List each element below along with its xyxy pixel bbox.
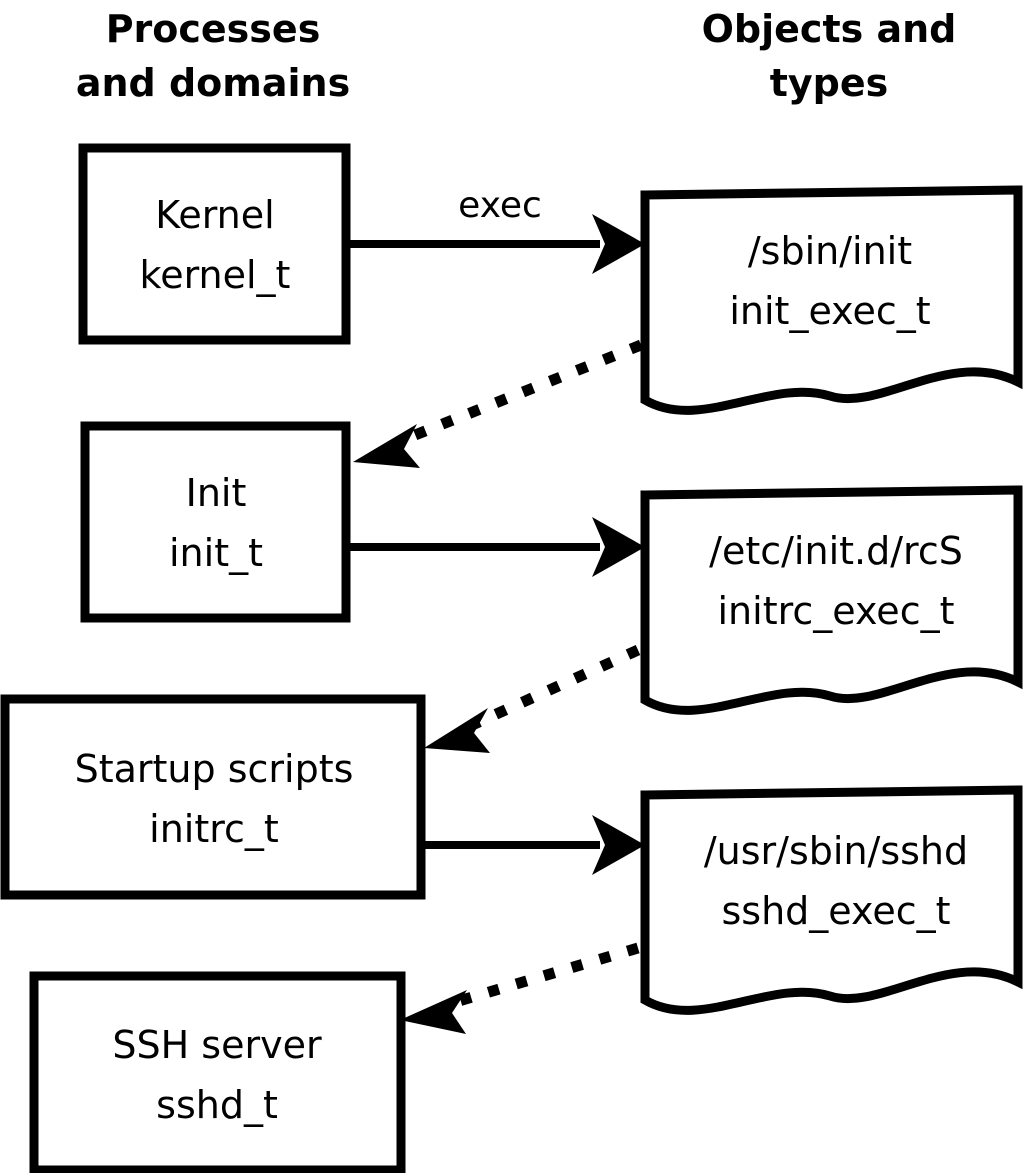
process-node-init[interactable]: Init init_t: [80, 421, 351, 623]
edge-initrc_exec-transition-initrc: [424, 644, 641, 753]
object-node-init_exec-line2: init_exec_t: [729, 289, 930, 333]
arrowhead-sshd_exec-transition: [400, 990, 467, 1034]
object-node-sshd_exec[interactable]: /usr/sbin/sshd sshd_exec_t: [640, 785, 1023, 1015]
arrowhead-init_exec-transition: [353, 424, 420, 468]
heading-processes-line1: Processes: [106, 7, 321, 51]
edge-label-exec: exec: [458, 185, 542, 226]
object-node-initrc_exec-line2: initrc_exec_t: [718, 589, 955, 633]
edge-line-init_exec-transition: [397, 339, 644, 447]
process-node-kernel-box[interactable]: [78, 143, 351, 345]
object-node-init_exec[interactable]: /sbin/init init_exec_t: [640, 185, 1023, 415]
object-node-init_exec-document-shape[interactable]: [640, 185, 1023, 415]
process-node-initrc-line2: initrc_t: [149, 807, 279, 851]
process-node-init-line1: Init: [186, 471, 247, 515]
edge-init_exec-transition-init: [353, 339, 644, 468]
edge-initrc-exec-sshd_exec: [425, 815, 645, 875]
heading-processes-line2: and domains: [76, 61, 350, 105]
object-node-initrc_exec-line1: /etc/init.d/rcS: [709, 529, 963, 573]
arrowhead-kernel-exec: [592, 214, 645, 274]
process-node-init-box[interactable]: [80, 421, 351, 623]
process-node-kernel[interactable]: Kernel kernel_t: [78, 143, 351, 345]
process-node-sshd-box[interactable]: [29, 971, 406, 1173]
process-node-kernel-line2: kernel_t: [140, 253, 291, 297]
heading-objects-line2: types: [770, 61, 889, 105]
object-node-sshd_exec-document-shape[interactable]: [640, 785, 1023, 1015]
edge-sshd_exec-transition-sshd: [400, 942, 640, 1034]
object-node-initrc_exec-document-shape[interactable]: [640, 485, 1023, 715]
column-heading-objects: Objects and types: [702, 7, 957, 105]
process-node-initrc-line1: Startup scripts: [75, 747, 354, 791]
heading-objects-line1: Objects and: [702, 7, 957, 51]
edge-init-exec-initrc_exec: [350, 517, 645, 577]
object-node-initrc_exec[interactable]: /etc/init.d/rcS initrc_exec_t: [640, 485, 1023, 715]
edge-line-sshd_exec-transition: [450, 942, 640, 1009]
object-node-sshd_exec-line2: sshd_exec_t: [721, 889, 950, 933]
arrowhead-init-exec: [592, 517, 645, 577]
column-heading-processes: Processes and domains: [76, 7, 350, 105]
edge-kernel-exec-init_exec: exec: [350, 185, 645, 274]
object-node-sshd_exec-line1: /usr/sbin/sshd: [704, 829, 968, 873]
edge-line-initrc_exec-transition: [467, 644, 641, 732]
arrowhead-initrc-exec: [592, 815, 645, 875]
process-node-sshd[interactable]: SSH server sshd_t: [29, 971, 406, 1173]
process-node-init-line2: init_t: [169, 531, 263, 575]
arrowhead-initrc_exec-transition: [424, 708, 490, 753]
process-node-initrc-box[interactable]: [0, 694, 426, 900]
process-node-kernel-line1: Kernel: [155, 193, 274, 237]
process-node-sshd-line2: sshd_t: [156, 1083, 278, 1127]
process-node-sshd-line1: SSH server: [112, 1023, 322, 1067]
object-node-init_exec-line1: /sbin/init: [748, 229, 912, 273]
process-node-initrc[interactable]: Startup scripts initrc_t: [0, 694, 426, 900]
